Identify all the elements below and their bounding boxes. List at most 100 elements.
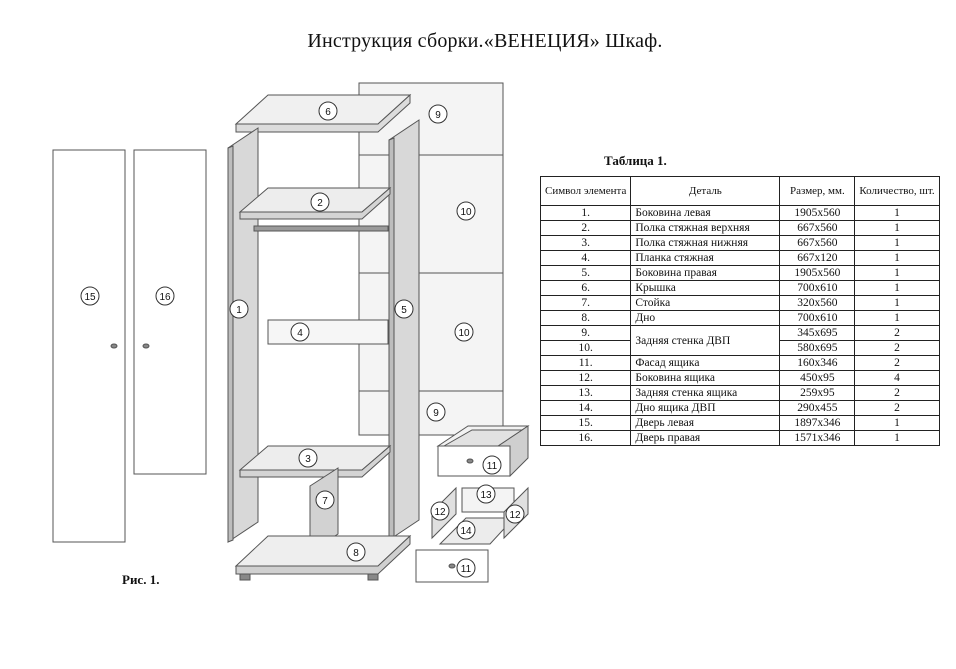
cell-qty: 1 — [854, 280, 940, 296]
callout-2: 2 — [317, 198, 323, 209]
cell-detail: Боковина правая — [630, 265, 781, 281]
cell-qty: 2 — [854, 385, 940, 401]
drawer-bottom — [438, 517, 516, 545]
cell-qty: 1 — [854, 220, 940, 236]
cell-symbol: 15. — [539, 415, 632, 431]
cell-qty: 1 — [854, 205, 940, 221]
cover-front — [235, 93, 411, 133]
cell-size: 450x95 — [779, 370, 856, 386]
cell-detail: Задняя стенка ящика — [630, 385, 781, 401]
cell-detail: Дно ящика ДВП — [630, 400, 781, 416]
callout-12-right: 12 — [509, 510, 521, 521]
callout-11-upper: 11 — [487, 461, 498, 472]
cell-detail: Боковина левая — [630, 205, 781, 221]
cell-qty: 1 — [854, 430, 940, 446]
side-right-edge — [388, 137, 395, 541]
cell-symbol: 14. — [539, 400, 632, 416]
header-detail: Деталь — [630, 176, 781, 206]
cell-symbol: 9. — [539, 325, 632, 341]
cell-detail: Фасад ящика — [630, 355, 781, 371]
table-caption: Таблица 1. — [604, 153, 667, 168]
cell-detail: Полка стяжная нижняя — [630, 235, 781, 251]
cell-symbol: 3. — [539, 235, 632, 251]
callout-11-lower: 11 — [461, 564, 472, 575]
callout-3: 3 — [305, 454, 311, 465]
cell-size: 667x120 — [779, 250, 856, 266]
callout-9-bottom: 9 — [433, 408, 439, 419]
callout-14: 14 — [460, 526, 472, 537]
cell-size: 1905x560 — [779, 205, 856, 221]
cell-detail: Задняя стенка ДВП — [630, 325, 781, 356]
table-header-row: Символ элемента Деталь Размер, мм. Колич… — [539, 176, 940, 206]
side-left-edge — [227, 145, 234, 543]
cell-symbol: 2. — [539, 220, 632, 236]
parts-table: Символ элемента Деталь Размер, мм. Колич… — [539, 176, 940, 446]
drawer-lower-front — [415, 549, 489, 583]
callout-13: 13 — [480, 490, 492, 501]
cell-qty: 2 — [854, 400, 940, 416]
assembly-drawing: 6 9 2 10 15 16 1 5 4 10 9 3 11 13 7 12 1… — [52, 82, 530, 583]
cell-symbol: 6. — [539, 280, 632, 296]
callout-9-top: 9 — [435, 110, 441, 121]
hanging-rail — [253, 225, 389, 232]
cell-size: 320x560 — [779, 295, 856, 311]
header-qty: Количество, шт. — [854, 176, 940, 206]
cell-detail: Полка стяжная верхняя — [630, 220, 781, 236]
cell-detail: Боковина ящика — [630, 370, 781, 386]
cell-symbol: 16. — [539, 430, 632, 446]
cell-size: 259x95 — [779, 385, 856, 401]
cell-qty: 1 — [854, 295, 940, 311]
cell-symbol: 5. — [539, 265, 632, 281]
cell-symbol: 11. — [539, 355, 632, 371]
callout-7: 7 — [322, 496, 328, 507]
cell-size: 580x695 — [779, 340, 856, 356]
cell-qty: 1 — [854, 265, 940, 281]
cell-qty: 1 — [854, 310, 940, 326]
cell-qty: 1 — [854, 415, 940, 431]
cell-size: 700x610 — [779, 310, 856, 326]
cell-detail: Крышка — [630, 280, 781, 296]
cell-qty: 2 — [854, 355, 940, 371]
figure-caption: Рис. 1. — [122, 572, 160, 587]
drawer-upper-handle — [466, 458, 474, 464]
page-title: Инструкция сборки.«ВЕНЕЦИЯ» Шкаф. — [307, 30, 663, 52]
cell-size: 1897x346 — [779, 415, 856, 431]
cell-qty: 4 — [854, 370, 940, 386]
cell-qty: 2 — [854, 325, 940, 341]
back-panel-10-upper — [358, 154, 504, 274]
door-left-handle — [110, 343, 118, 349]
callout-10-lower: 10 — [458, 328, 470, 339]
cell-size: 1905x560 — [779, 265, 856, 281]
cell-size: 1571x346 — [779, 430, 856, 446]
cell-size: 160x346 — [779, 355, 856, 371]
cell-qty: 1 — [854, 235, 940, 251]
shelf-upper-front — [239, 186, 391, 220]
cell-qty: 1 — [854, 250, 940, 266]
plank — [267, 319, 389, 345]
foot-right — [367, 573, 379, 581]
cell-symbol: 13. — [539, 385, 632, 401]
callout-1: 1 — [236, 305, 242, 316]
drawer-lower-handle — [448, 563, 456, 569]
cell-detail: Дверь левая — [630, 415, 781, 431]
callout-4: 4 — [297, 328, 303, 339]
callout-10-upper: 10 — [460, 207, 472, 218]
bottom-front — [235, 534, 411, 575]
header-symbol: Символ элемента — [539, 176, 632, 206]
cell-size: 700x610 — [779, 280, 856, 296]
cell-detail: Дверь правая — [630, 430, 781, 446]
cell-size: 290x455 — [779, 400, 856, 416]
